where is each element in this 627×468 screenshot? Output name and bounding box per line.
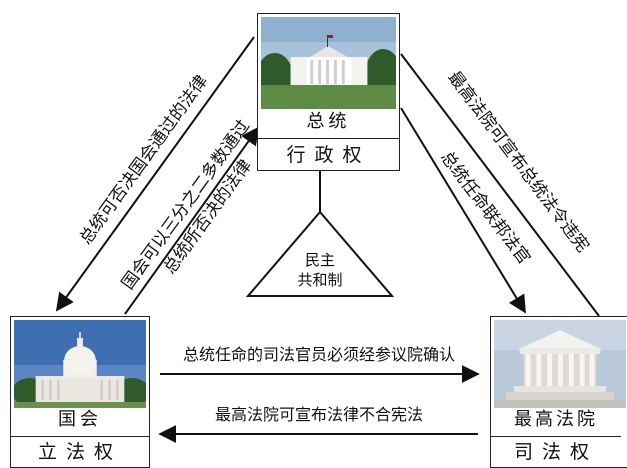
veto-arrow [55, 36, 255, 312]
court-president-line [400, 53, 600, 317]
democracy-triangle [245, 210, 395, 297]
legislative-power: 立法权 [11, 436, 149, 467]
court-name: 最高法院 [514, 409, 598, 430]
president-card: 总统 行政权 [257, 13, 400, 171]
relation-court-laws: 最高法院可宣布法律不合宪法 [214, 405, 423, 424]
executive-power: 行政权 [258, 138, 399, 170]
supreme-court-photo [494, 320, 626, 408]
president-name: 总统 [306, 111, 351, 132]
congress-name: 国会 [58, 409, 102, 430]
judicial-power: 司法权 [491, 436, 621, 467]
center-label-1: 民主 [304, 251, 335, 269]
white-house-photo [261, 17, 396, 109]
center-label-2: 共和制 [297, 271, 343, 289]
appoint-judges-arrow [400, 107, 526, 314]
court-card: 最高法院 司法权 [490, 316, 627, 468]
congress-card: 国会 立法权 [10, 316, 150, 468]
override-arrow [124, 126, 260, 315]
capitol-photo [14, 320, 146, 408]
relation-senate-confirm: 总统任命的司法官员必须经参议院确认 [182, 345, 455, 364]
